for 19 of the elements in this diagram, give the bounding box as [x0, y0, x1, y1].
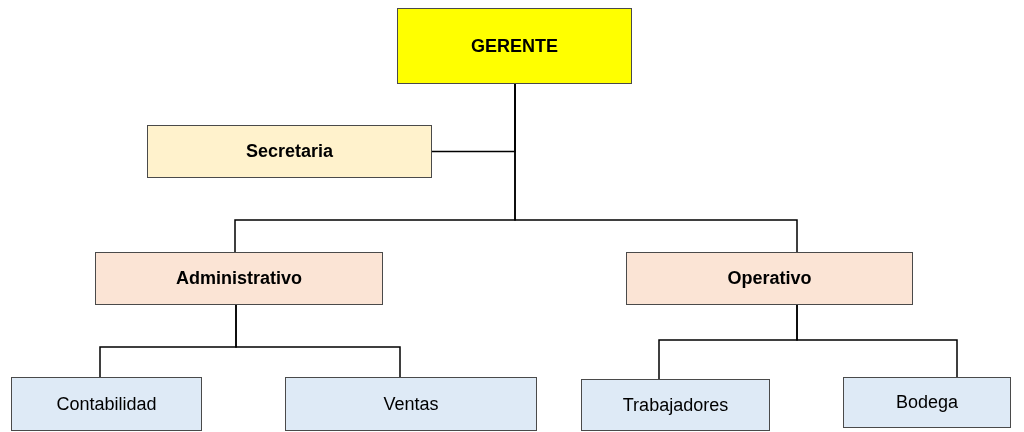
box-label: Ventas	[383, 393, 439, 415]
box-label: Contabilidad	[56, 393, 157, 415]
connector-line	[796, 304, 958, 378]
box-label: Secretaria	[245, 141, 334, 162]
org-box	[843, 377, 1011, 428]
box-label: Operativo	[727, 268, 812, 289]
org-box	[581, 379, 770, 431]
org-box	[11, 377, 202, 431]
connector-line	[235, 304, 401, 378]
connector-line	[514, 83, 798, 253]
org-box	[626, 252, 913, 305]
box-label: GERENTE	[471, 35, 558, 57]
org-box	[147, 125, 432, 178]
box-label: Administrativo	[176, 268, 302, 289]
org-box	[95, 252, 383, 305]
org-box	[285, 377, 537, 431]
box-label: Trabajadores	[622, 394, 729, 416]
org-box	[397, 8, 632, 84]
box-label: Bodega	[895, 392, 959, 413]
